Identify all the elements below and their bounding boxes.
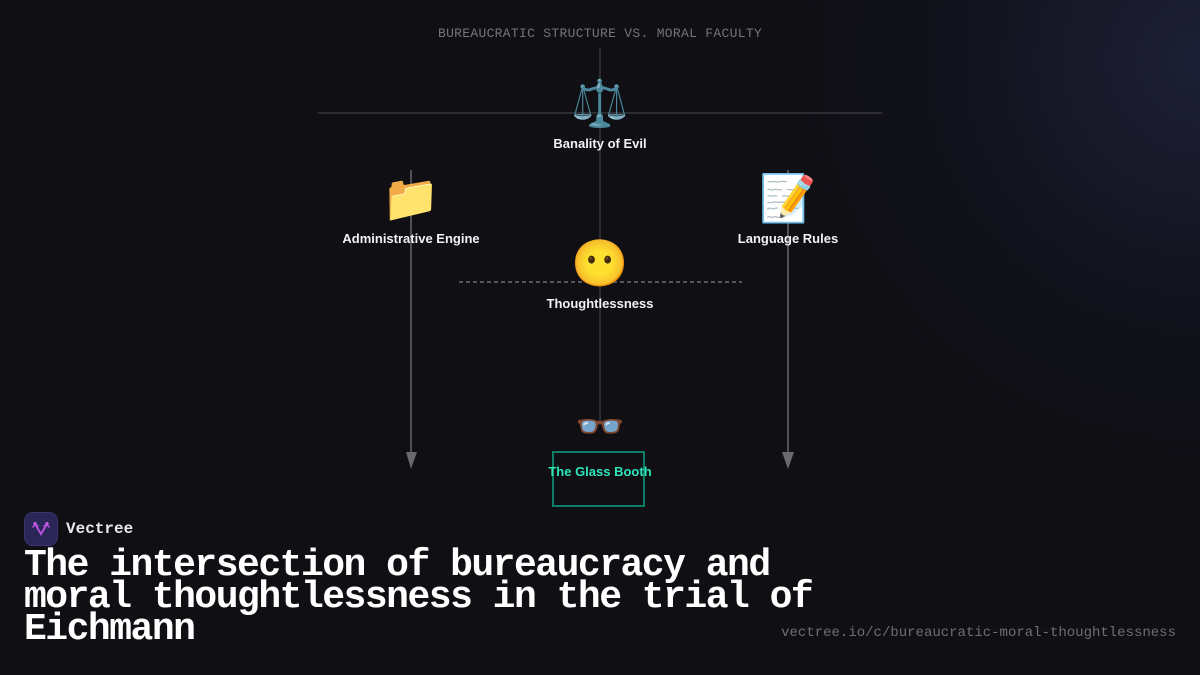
node-banality-of-evil[interactable]: ⚖️ Banality of Evil xyxy=(553,76,646,151)
folder-icon: 📁 xyxy=(382,172,440,224)
node-glass-booth-icon[interactable]: 👓 xyxy=(575,400,625,454)
node-label: Thoughtlessness xyxy=(546,296,654,311)
diagram-title: BUREAUCRATIC STRUCTURE VS. MORAL FACULTY xyxy=(437,26,763,41)
brand-name: Vectree xyxy=(66,520,134,538)
glass-booth-box[interactable] xyxy=(552,451,645,507)
node-label: Language Rules xyxy=(737,231,839,246)
node-administrative-engine[interactable]: 📁 Administrative Engine xyxy=(342,171,479,246)
glasses-icon: 👓 xyxy=(575,405,625,449)
node-label: Banality of Evil xyxy=(553,136,647,151)
glass-booth-label: The Glass Booth xyxy=(548,464,652,479)
balance-scale-icon: ⚖️ xyxy=(571,77,629,129)
language-arrow-head xyxy=(782,452,794,469)
vectree-logo-icon xyxy=(24,512,58,546)
node-language-rules[interactable]: 📝 Language Rules xyxy=(738,171,838,246)
admin-arrow-head xyxy=(406,452,417,469)
node-label: Administrative Engine xyxy=(342,231,480,246)
page-url[interactable]: vectree.io/c/bureaucratic-moral-thoughtl… xyxy=(781,625,1176,641)
node-thoughtlessness[interactable]: 😶 Thoughtlessness xyxy=(547,236,654,311)
headline: The intersection of bureaucracy and mora… xyxy=(24,544,814,651)
memo-pencil-icon: 📝 xyxy=(759,172,817,224)
brand: Vectree xyxy=(24,512,133,546)
face-without-mouth-icon: 😶 xyxy=(571,237,629,289)
